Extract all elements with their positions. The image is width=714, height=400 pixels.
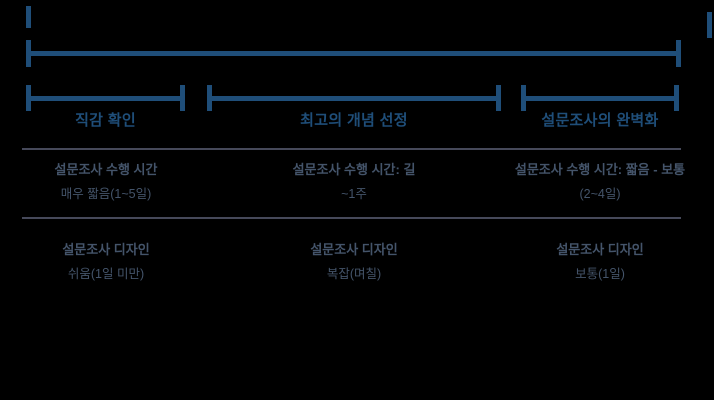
phase-2-survey-design-cell: 설문조사 디자인 복잡(며칠) (207, 241, 501, 282)
overall-span-bracket (26, 40, 681, 67)
survey-time-value: ~1주 (341, 187, 367, 201)
phase-3-survey-design-cell: 설문조사 디자인 보통(1일) (495, 241, 705, 282)
phase-1-survey-design-cell: 설문조사 디자인 쉬움(1일 미만) (16, 241, 196, 282)
phase-2-survey-time-cell: 설문조사 수행 시간: 길 ~1주 (207, 161, 501, 202)
survey-time-title: 설문조사 수행 시간 (54, 162, 158, 177)
survey-design-title: 설문조사 디자인 (556, 242, 644, 257)
survey-design-value: 쉬움(1일 미만) (67, 267, 145, 281)
phase-2-bracket (207, 85, 501, 111)
survey-time-row-divider (22, 148, 681, 150)
top-left-tick (26, 6, 31, 28)
bracket-bar (212, 95, 496, 101)
survey-time-title: 설문조사 수행 시간: 길 (292, 162, 416, 177)
phase-1-bracket (26, 85, 185, 111)
survey-time-value: 매우 짧음(1~5일) (60, 187, 152, 201)
bracket-bar (31, 95, 180, 101)
phase-2-label: 최고의 개념 선정 (300, 112, 408, 129)
survey-design-title: 설문조사 디자인 (310, 242, 398, 257)
survey-time-value: (2~4일) (579, 187, 621, 201)
survey-design-value: 복잡(며칠) (326, 267, 382, 281)
bracket-bar (526, 95, 674, 101)
top-right-tick (707, 12, 712, 38)
bracket-bar (31, 51, 676, 56)
survey-time-title: 설문조사 수행 시간: 짧음 - 보통 (514, 162, 686, 177)
phase-3-bracket (521, 85, 679, 111)
phase-1-label: 직감 확인 (75, 112, 136, 129)
survey-design-title: 설문조사 디자인 (62, 242, 150, 257)
survey-design-value: 보통(1일) (575, 267, 625, 281)
phase-1-survey-time-cell: 설문조사 수행 시간 매우 짧음(1~5일) (16, 161, 196, 202)
survey-design-row-divider (22, 217, 681, 219)
phase-3-survey-time-cell: 설문조사 수행 시간: 짧음 - 보통 (2~4일) (495, 161, 705, 202)
phase-3-label: 설문조사의 완벽화 (541, 112, 659, 129)
